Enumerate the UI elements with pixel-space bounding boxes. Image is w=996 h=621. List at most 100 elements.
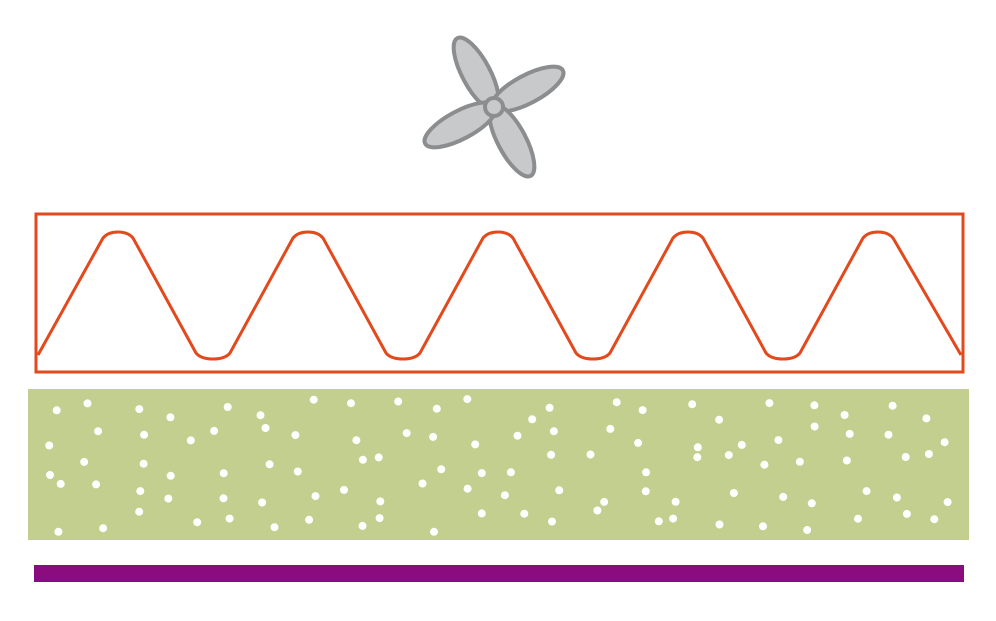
porous-dot (810, 422, 819, 431)
porous-dot (845, 429, 854, 438)
porous-dot (555, 486, 564, 495)
porous-dot (641, 487, 650, 496)
porous-dot (166, 471, 175, 480)
porous-dot (418, 479, 427, 488)
porous-layer (28, 389, 969, 540)
porous-dot (311, 492, 320, 501)
porous-dot (715, 415, 724, 424)
porous-dot (586, 450, 595, 459)
porous-dot (394, 397, 403, 406)
porous-dot (638, 406, 647, 415)
porous-dot (430, 527, 438, 536)
porous-dot (642, 468, 651, 477)
porous-dot (810, 401, 819, 410)
porous-dot (715, 520, 724, 529)
porous-dot (210, 426, 219, 435)
porous-dot (892, 493, 901, 502)
porous-dot (429, 432, 438, 441)
porous-dot (265, 460, 274, 469)
porous-dot (548, 517, 556, 526)
porous-dot (669, 514, 678, 523)
porous-dot (56, 479, 65, 488)
porous-dot (729, 489, 738, 497)
porous-dot (309, 395, 318, 404)
porous-dot (358, 521, 367, 530)
porous-dot (186, 436, 195, 445)
porous-dot (80, 457, 89, 466)
porous-dot (854, 514, 862, 523)
porous-dot (463, 484, 472, 493)
porous-dot (693, 453, 702, 462)
porous-dot (862, 487, 871, 496)
porous-dot (842, 456, 851, 465)
porous-dot (164, 494, 173, 503)
porous-dot (807, 499, 816, 508)
porous-dot (600, 497, 609, 506)
porous-dot (352, 436, 361, 445)
porous-dot (99, 524, 108, 533)
porous-dot (305, 515, 314, 524)
porous-dot (513, 431, 522, 440)
porous-dot (612, 398, 621, 407)
porous-dot (136, 487, 145, 496)
porous-dot (291, 431, 300, 440)
porous-dot (940, 438, 949, 447)
porous-dot (46, 471, 54, 479)
porous-dot (223, 403, 232, 411)
porous-dot (506, 468, 515, 477)
porous-dot (888, 401, 897, 410)
porous-dot (437, 465, 446, 474)
porous-dot (671, 497, 680, 506)
porous-dot (795, 457, 804, 466)
porous-dot (547, 450, 556, 459)
porous-dot (54, 527, 63, 536)
porous-dot (219, 494, 228, 503)
porous-dot (340, 485, 348, 494)
porous-dot (593, 506, 602, 515)
porous-dots (45, 395, 952, 536)
porous-dot (924, 450, 933, 458)
porous-dot (634, 438, 643, 447)
porous-dot (358, 455, 367, 464)
porous-dot (759, 522, 767, 531)
porous-dot (374, 453, 383, 462)
porous-dot (270, 523, 279, 532)
fan-hub (483, 96, 505, 118)
porous-dot (693, 443, 702, 452)
porous-dot (375, 514, 384, 523)
porous-dot (545, 403, 554, 412)
porous-dot (45, 441, 54, 450)
porous-dot (139, 459, 148, 468)
porous-dot (528, 415, 537, 424)
porous-dot (256, 411, 265, 420)
porous-dot (219, 469, 228, 478)
porous-dot (135, 507, 144, 516)
porous-dot (902, 509, 911, 518)
porous-dot (688, 400, 697, 409)
porous-dot (94, 427, 103, 436)
heater-coil (36, 230, 963, 361)
porous-dot (135, 405, 144, 414)
porous-dot (654, 517, 663, 526)
porous-dot (376, 497, 385, 506)
fan-icon (422, 35, 566, 179)
porous-dot (606, 424, 615, 433)
porous-dot (225, 514, 234, 523)
porous-dot (922, 414, 931, 423)
porous-dot (140, 430, 149, 439)
porous-dot (520, 509, 529, 518)
porous-dot (724, 451, 733, 460)
porous-dot (840, 411, 849, 419)
porous-dot (930, 515, 939, 524)
porous-dot (901, 453, 910, 461)
porous-dot (402, 429, 411, 438)
porous-dot (943, 498, 952, 507)
porous-dot (549, 427, 558, 436)
heater-frame (34, 212, 965, 374)
porous-dot (193, 518, 202, 527)
porous-dot (774, 436, 783, 445)
porous-dot (83, 399, 92, 408)
porous-dot (293, 467, 302, 476)
porous-dot (347, 399, 355, 408)
